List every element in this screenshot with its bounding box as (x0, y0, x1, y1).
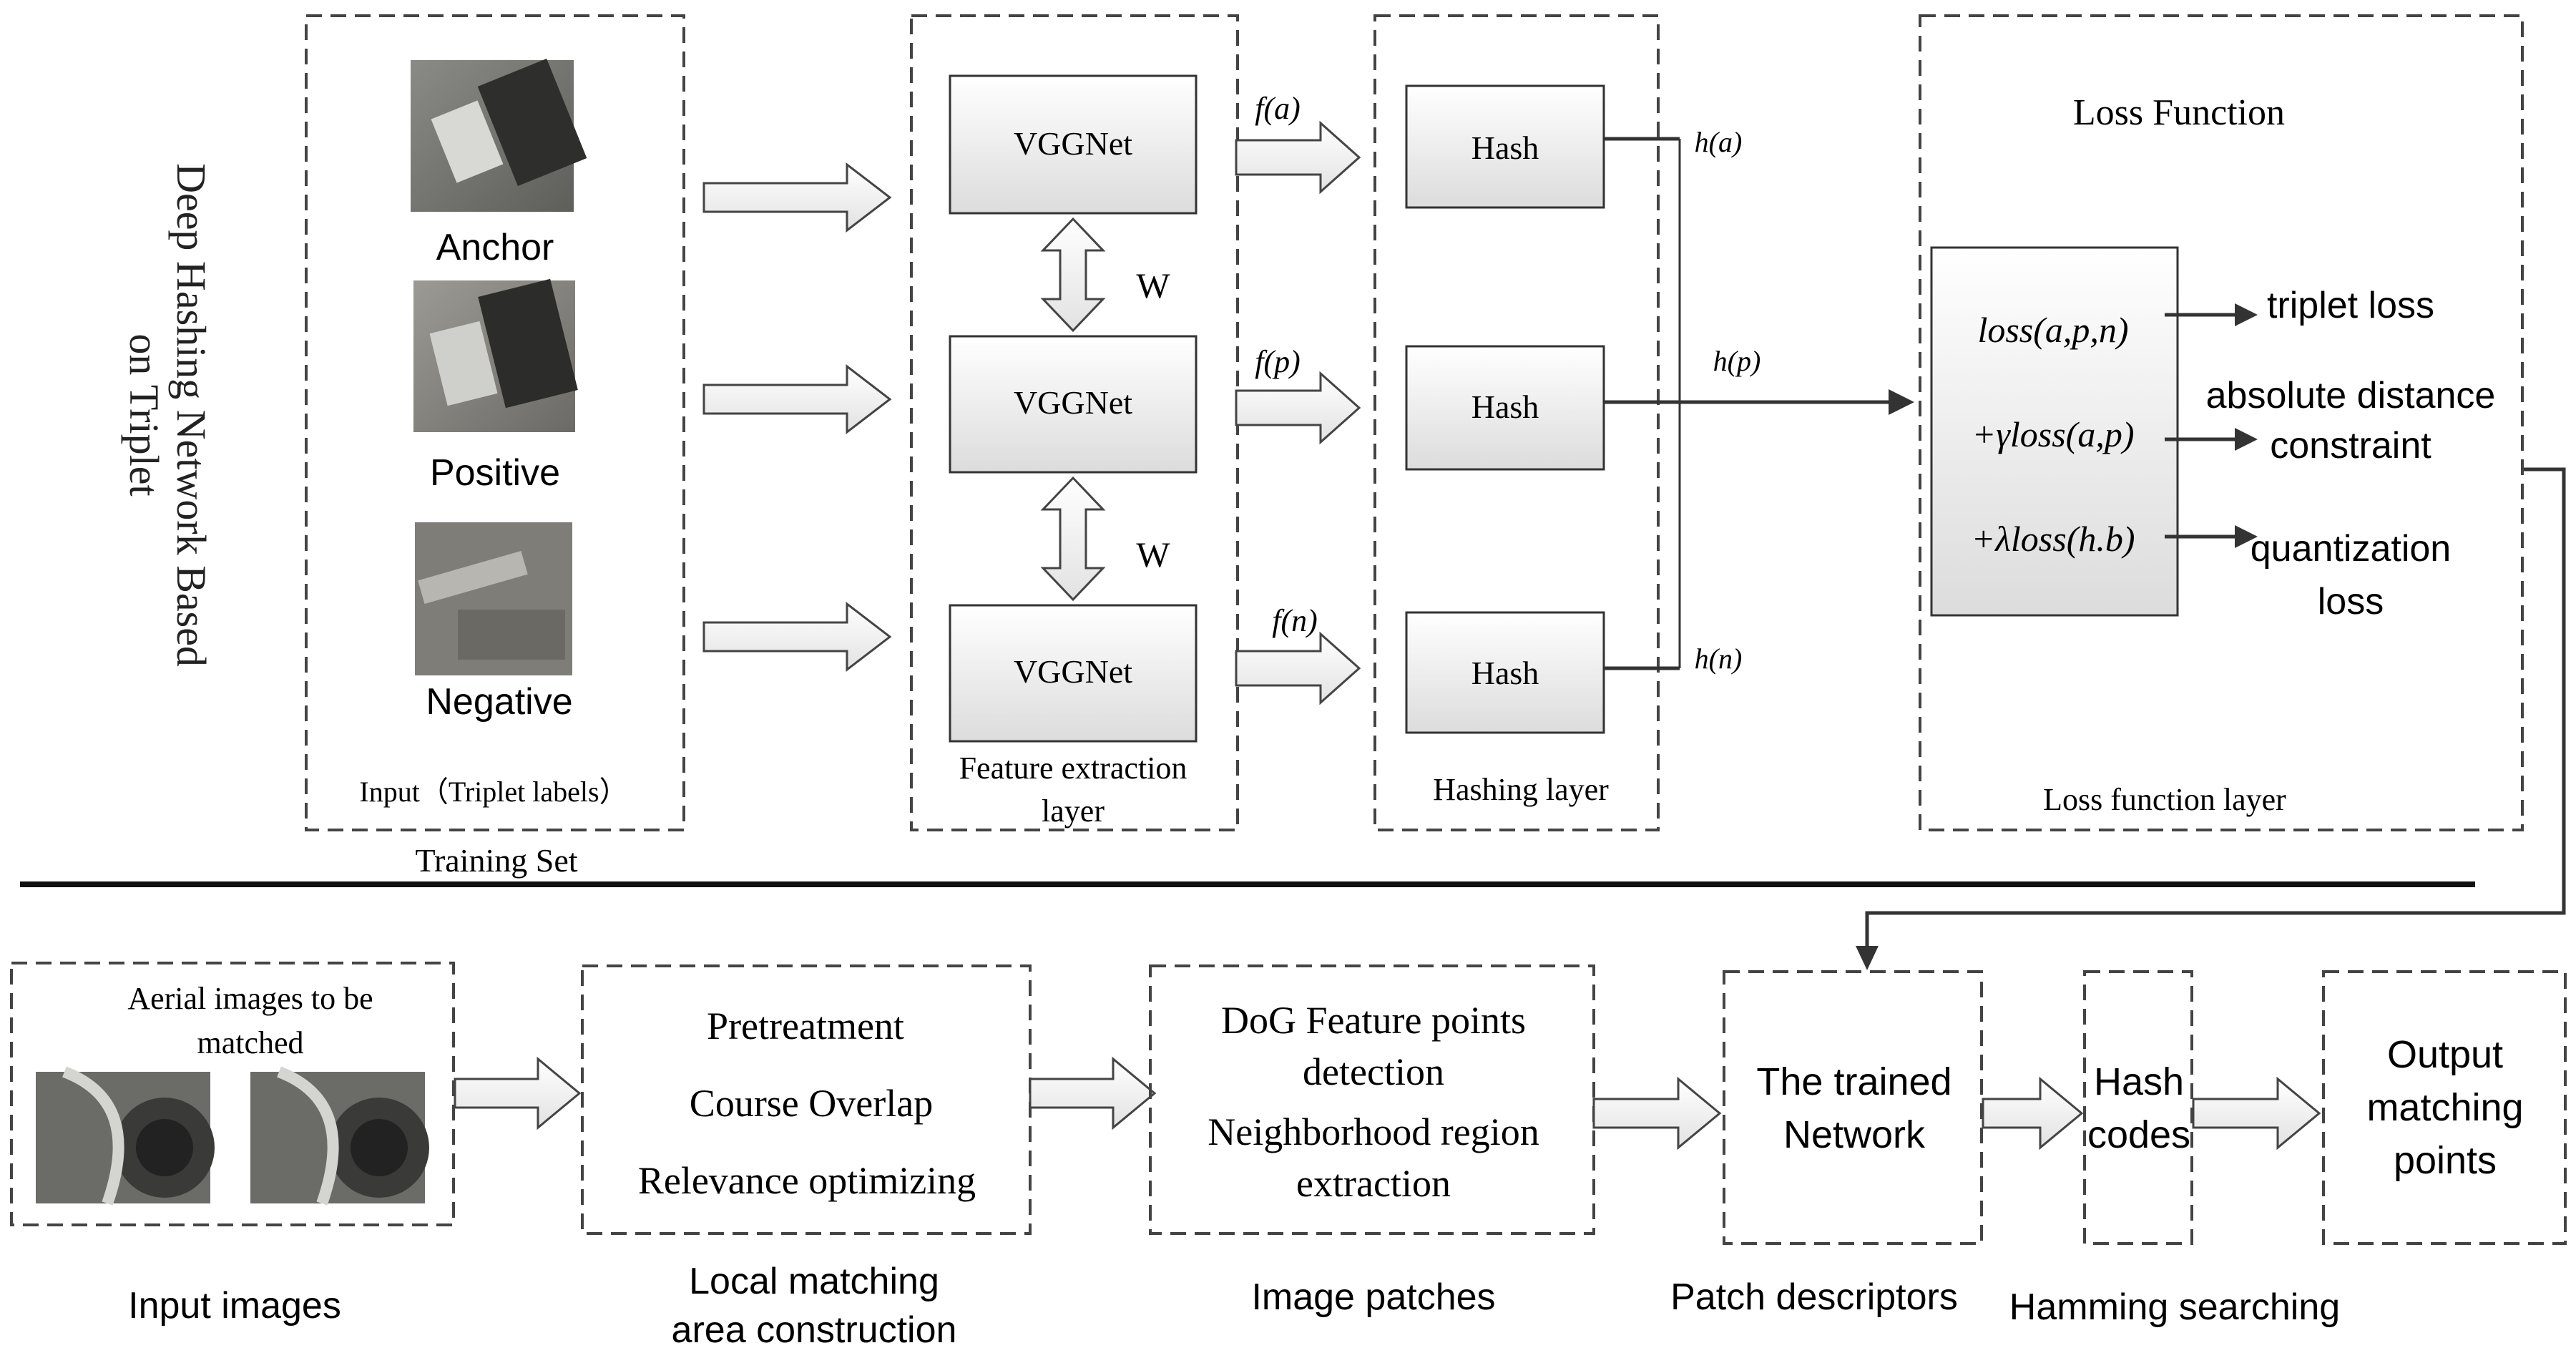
positive-image (413, 278, 578, 432)
weight-share-arrow-1 (1040, 217, 1106, 333)
hash-output-p: h(p) (1713, 345, 1761, 377)
feature-output-n: f(n) (1272, 603, 1318, 638)
input-images-box (10, 962, 455, 1226)
arrow-input-positive (702, 363, 892, 435)
local-step-pretreatment: Pretreatment (707, 1005, 904, 1047)
input-box-label: Input（Triplet labels） (359, 776, 627, 808)
loss-name-quantization-line2: loss (2318, 581, 2384, 622)
hash-box-p (1405, 345, 1605, 471)
vggnet-label-n: VGGNet (1014, 653, 1132, 690)
sample-label-positive: Positive (430, 452, 560, 494)
vggnet-label-a: VGGNet (1014, 125, 1132, 162)
loss-name-quantization-line1: quantization (2251, 528, 2451, 570)
arrow-feature-n (1235, 631, 1361, 705)
aerial-caption-line1: Aerial images to be (127, 981, 373, 1016)
output-line3: points (2394, 1139, 2497, 1182)
hash-box-a (1405, 84, 1605, 209)
connector-loss-to-network (1865, 467, 2566, 949)
hash-label-p: Hash (1471, 389, 1539, 425)
local-step-relevance: Relevance optimizing (638, 1159, 976, 1202)
loss-layer-label: Loss function layer (2043, 782, 2286, 817)
weight-label-2: W (1136, 534, 1170, 575)
hash-codes-line1: Hash (2094, 1060, 2184, 1103)
hamming-searching-label: Hamming searching (2009, 1286, 2340, 1328)
input-box (305, 14, 685, 831)
output-line2: matching (2366, 1086, 2523, 1129)
hash-codes-box (2083, 970, 2193, 1245)
arrow-local-to-patch (1029, 1056, 1157, 1130)
hash-label-a: Hash (1471, 130, 1539, 166)
hash-codes-line2: codes (2087, 1113, 2190, 1156)
negative-image (415, 522, 572, 675)
arrow-input-negative (702, 601, 892, 673)
sample-label-anchor: Anchor (436, 227, 554, 268)
input-images-label: Input images (128, 1285, 341, 1327)
arrow-network-to-hash (1982, 1076, 2084, 1151)
patch-descriptors-label: Patch descriptors (1670, 1276, 1958, 1318)
hash-output-a: h(a) (1695, 126, 1743, 158)
trained-network-line2: Network (1783, 1113, 1926, 1156)
arrow-hash-to-output (2192, 1076, 2321, 1151)
diagram-title-line1: Deep Hashing Network Based (168, 163, 215, 667)
local-label-line2: area construction (672, 1309, 957, 1351)
arrow-patch-to-network (1592, 1076, 1722, 1151)
arrow-feature-a (1235, 120, 1361, 195)
patch-step-neighborhood-line1: Neighborhood region (1208, 1110, 1539, 1153)
loss-term-2: +γloss(a,p) (1972, 414, 2134, 454)
loss-term-3: +λloss(h.b) (1971, 519, 2135, 559)
image-patches-label: Image patches (1251, 1276, 1495, 1318)
patch-step-dog-line1: DoG Feature points (1221, 999, 1526, 1042)
output-box (2322, 970, 2567, 1245)
vggnet-box-n (949, 604, 1198, 743)
output-line1: Output (2387, 1033, 2503, 1076)
sample-label-negative: Negative (426, 681, 572, 723)
arrowhead-loss-3 (2235, 525, 2258, 548)
hashing-layer-box (1373, 14, 1660, 831)
connector-loss-to-network-head (1856, 946, 1879, 970)
local-matching-box (581, 964, 1032, 1235)
diagram-title-line2: on Triplet (121, 333, 167, 496)
weight-share-arrow-2 (1040, 476, 1106, 602)
patch-extraction-box (1149, 964, 1595, 1235)
feature-output-a: f(a) (1255, 91, 1301, 126)
arrow-feature-p (1235, 371, 1361, 445)
loss-terms-box (1930, 246, 2179, 617)
local-step-course-overlap: Course Overlap (690, 1082, 933, 1125)
feature-output-p: f(p) (1255, 344, 1301, 379)
anchor-image (411, 58, 587, 212)
aerial-image-right (250, 1066, 429, 1206)
patch-step-dog-line2: detection (1303, 1050, 1444, 1093)
arrow-input-to-local (454, 1056, 582, 1130)
arrow-input-anchor (702, 162, 892, 233)
trained-network-box (1723, 970, 1983, 1245)
loss-term-1: loss(a,p,n) (1977, 310, 2128, 350)
local-label-line1: Local matching (689, 1261, 939, 1302)
loss-name-absolute-line2: constraint (2270, 425, 2431, 466)
trained-network-line1: The trained (1756, 1060, 1951, 1103)
weight-label-1: W (1136, 265, 1170, 306)
loss-name-absolute-line1: absolute distance (2206, 375, 2496, 416)
hash-output-n: h(n) (1695, 643, 1743, 675)
hash-label-n: Hash (1471, 655, 1539, 691)
feature-layer-label-line1: Feature extraction (959, 751, 1187, 786)
feature-layer-label-line2: layer (1042, 793, 1105, 829)
hashing-layer-label: Hashing layer (1433, 772, 1609, 807)
aerial-image-left (36, 1066, 215, 1206)
loss-function-title: Loss Function (2073, 92, 2285, 133)
hash-box-n (1405, 611, 1605, 734)
training-set-label: Training Set (415, 842, 577, 879)
connector-head-loss (1889, 389, 1914, 415)
loss-name-triplet: triplet loss (2267, 285, 2434, 326)
aerial-caption-line2: matched (197, 1025, 303, 1060)
arrowhead-loss-2 (2235, 428, 2258, 451)
vggnet-label-p: VGGNet (1014, 384, 1132, 421)
vggnet-box-p (949, 335, 1198, 474)
arrowhead-loss-1 (2235, 303, 2258, 326)
loss-layer-box (1919, 14, 2524, 831)
patch-step-neighborhood-line2: extraction (1296, 1162, 1451, 1205)
vggnet-box-a (949, 74, 1198, 215)
